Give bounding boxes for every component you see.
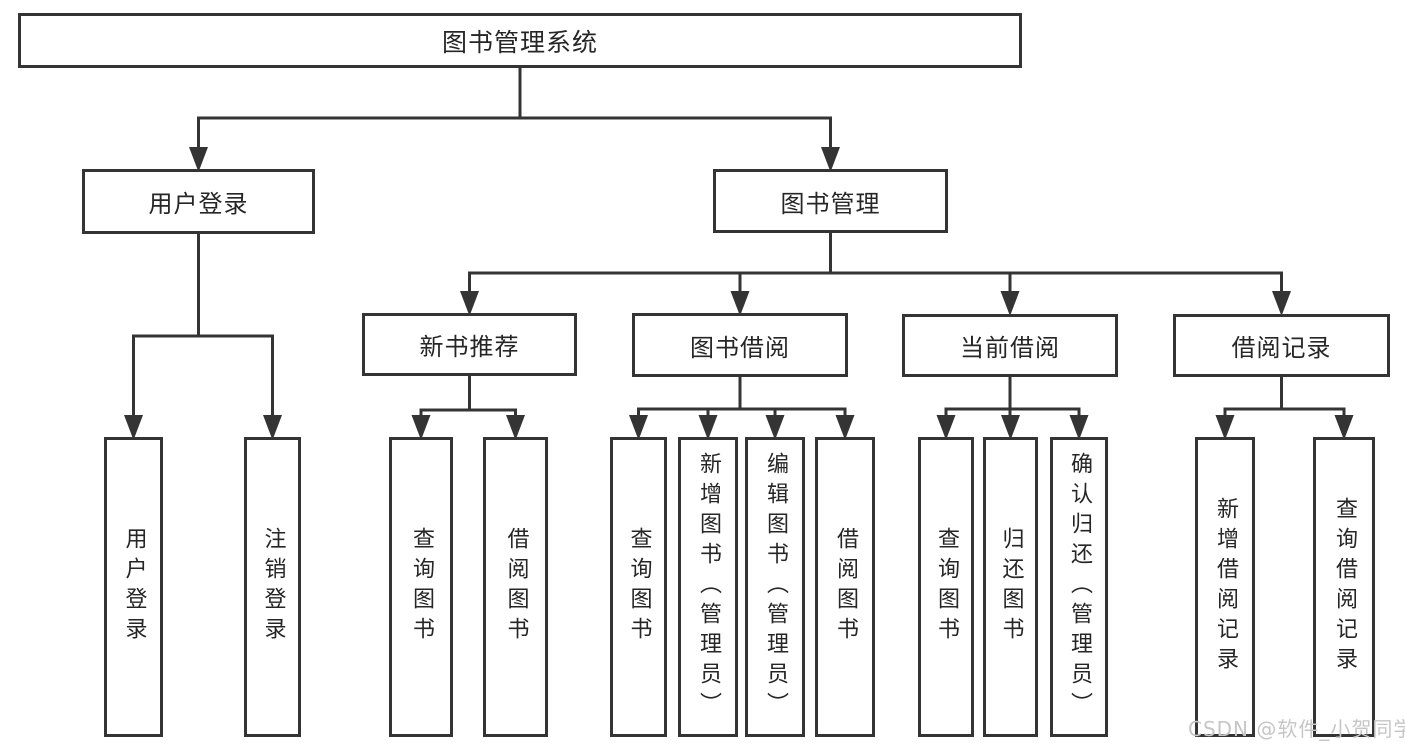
leaf-query-borrow-record: 查询借阅记录 [1313, 437, 1375, 737]
leaf-query-books-current: 查询图书 [918, 437, 974, 737]
arrow-down-icon [1069, 415, 1089, 440]
connector-new-book-to-leaves [411, 376, 525, 440]
leaf-add-borrow-record: 新增借阅记录 [1195, 437, 1255, 737]
leaf-confirm-return-admin: 确认归还（管理员） [1050, 437, 1108, 737]
arrow-down-icon [821, 147, 840, 172]
arrow-down-icon [263, 415, 282, 440]
leaf-add-books-admin: 新增图书（管理员） [678, 437, 738, 737]
connector-borrow-record-to-leaves [1215, 377, 1354, 440]
csdn-watermark: CSDN @软件_小贺同学 [1188, 717, 1405, 741]
arrow-down-icon [1000, 291, 1020, 316]
connector-book-mgmt-to-level3 [460, 233, 1291, 316]
leaf-borrow-books: 借阅图书 [815, 437, 875, 737]
connector-root-to-level2 [189, 68, 840, 172]
leaf-borrow-books-recommend: 借阅图书 [483, 437, 548, 737]
node-borrowing-records: 借阅记录 [1173, 314, 1390, 377]
node-library-management-system: 图书管理系统 [18, 13, 1022, 68]
leaf-edit-books-admin: 编辑图书（管理员） [745, 437, 805, 737]
arrow-down-icon [1334, 415, 1354, 440]
arrow-down-icon [765, 415, 785, 440]
arrow-down-icon [506, 415, 525, 440]
connector-book-borrow-to-leaves [629, 377, 855, 440]
connector-current-borrow-to-leaves [936, 377, 1089, 440]
node-user-login: 用户登录 [82, 169, 315, 234]
leaf-return-books: 归还图书 [983, 437, 1038, 737]
arrow-down-icon [1215, 415, 1235, 440]
connector-user-login-to-leaves [124, 234, 282, 440]
leaf-user-login: 用户登录 [104, 437, 163, 737]
arrow-down-icon [1272, 291, 1291, 316]
arrow-down-icon [936, 415, 956, 440]
arrow-down-icon [1001, 415, 1020, 440]
leaf-query-books-recommend: 查询图书 [389, 437, 453, 737]
arrow-down-icon [629, 415, 648, 440]
arrow-down-icon [698, 415, 718, 440]
leaf-query-books-borrowing: 查询图书 [610, 437, 667, 737]
arrow-down-icon [460, 291, 479, 316]
node-current-borrowing: 当前借阅 [902, 314, 1118, 377]
node-book-management: 图书管理 [713, 169, 948, 233]
arrow-down-icon [411, 415, 431, 440]
node-book-borrowing: 图书借阅 [632, 313, 848, 377]
node-new-book-recommend: 新书推荐 [362, 313, 577, 376]
leaf-logout: 注销登录 [244, 437, 301, 737]
arrow-down-icon [730, 291, 750, 316]
arrow-down-icon [124, 415, 143, 440]
arrow-down-icon [835, 415, 855, 440]
arrow-down-icon [189, 147, 208, 172]
